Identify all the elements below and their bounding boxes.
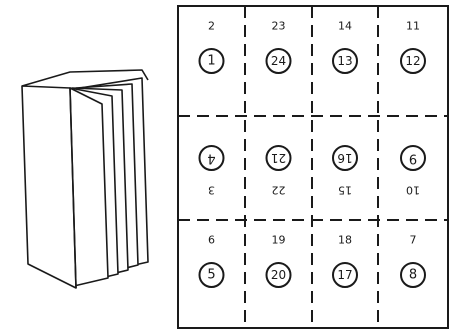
circled-page-number: 16 — [337, 151, 352, 165]
backing-page-number: 19 — [272, 234, 286, 247]
booklet-front-cover — [22, 86, 76, 288]
circled-page-number: 9 — [409, 151, 417, 166]
folded-booklet-icon — [22, 70, 148, 288]
circled-page-number: 8 — [409, 268, 417, 283]
circled-page-number: 17 — [337, 268, 352, 282]
circled-page-number: 13 — [337, 54, 352, 68]
circled-page-number: 1 — [207, 54, 215, 69]
circled-page-number: 20 — [271, 268, 286, 282]
circled-page-number: 12 — [405, 54, 420, 68]
circled-page-number: 4 — [207, 151, 215, 166]
backing-page-number: 23 — [272, 20, 286, 33]
circled-page-number: 21 — [271, 151, 286, 165]
backing-page-number: 3 — [208, 184, 215, 197]
circled-page-number: 24 — [271, 54, 286, 68]
backing-page-number: 14 — [338, 20, 352, 33]
backing-page-number: 7 — [410, 234, 417, 247]
backing-page-number: 11 — [406, 20, 420, 33]
backing-page-number: 18 — [338, 234, 352, 247]
backing-page-number: 10 — [406, 184, 420, 197]
backing-page-number: 15 — [338, 184, 352, 197]
backing-page-number: 22 — [272, 184, 286, 197]
backing-page-number: 6 — [208, 234, 215, 247]
circled-page-number: 5 — [207, 268, 215, 283]
backing-page-number: 2 — [208, 20, 215, 33]
